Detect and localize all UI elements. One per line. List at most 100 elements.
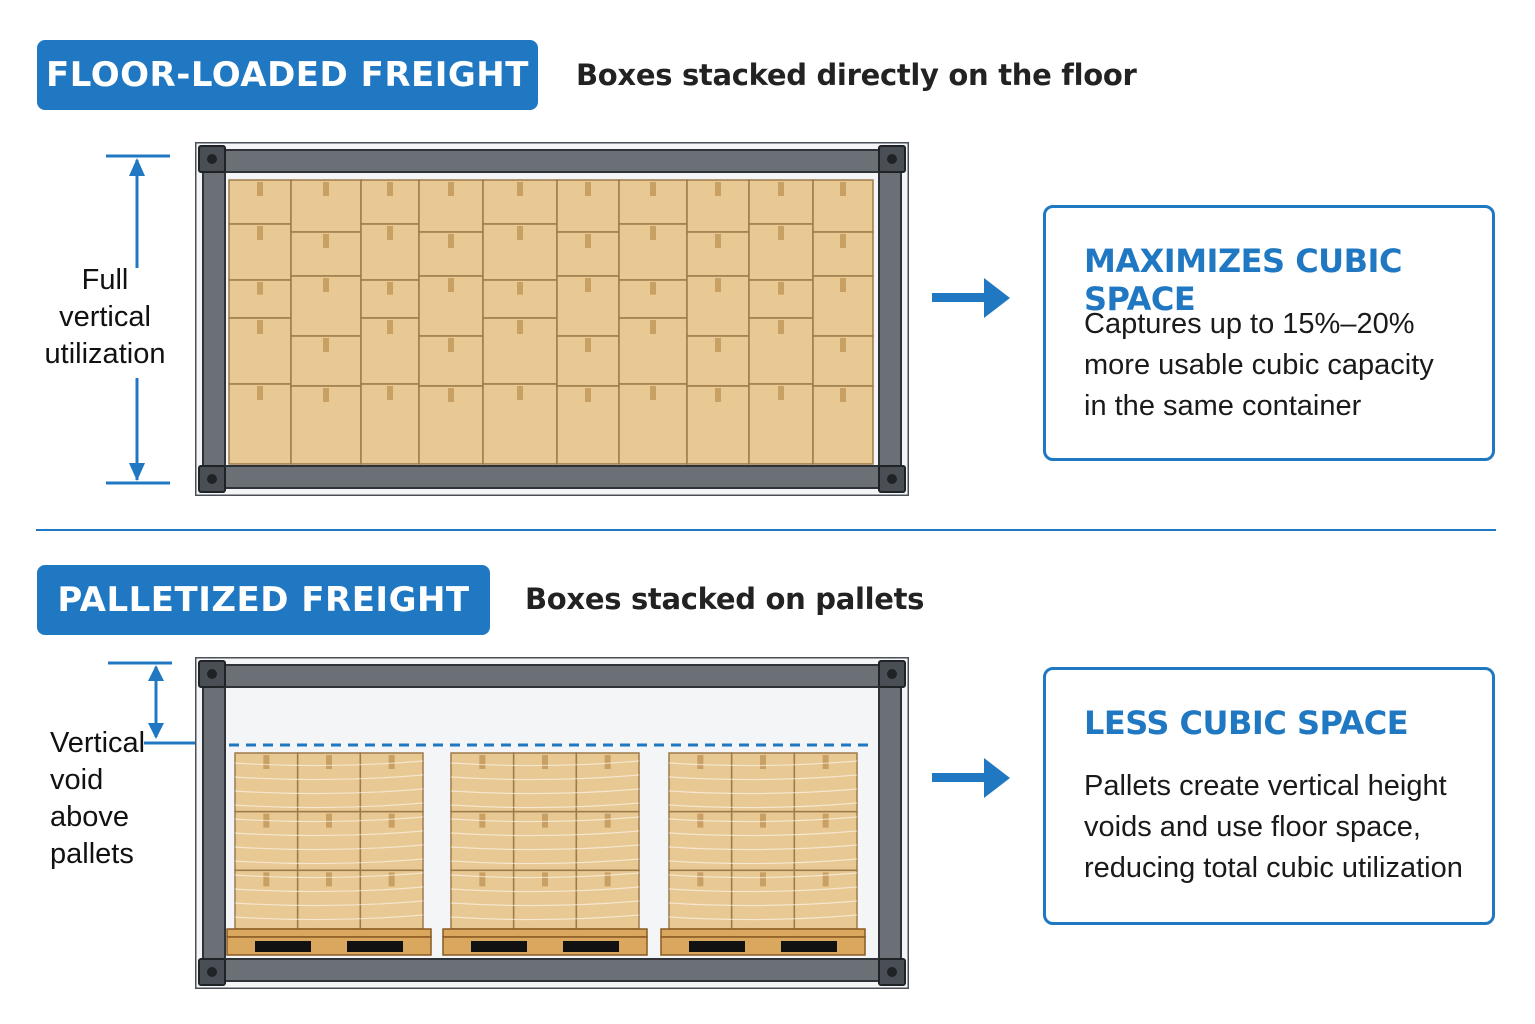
stretch-wrap (234, 760, 424, 767)
palletized-subtitle: Boxes stacked on pallets (525, 582, 925, 616)
stretch-wrap (234, 844, 424, 851)
box-tape (697, 872, 704, 887)
box-tape (517, 386, 523, 400)
stretch-wrap (450, 886, 640, 893)
stretch-wrap (234, 858, 424, 865)
box-tape (760, 813, 766, 828)
box-tape (517, 320, 523, 334)
stretch-wrap (668, 816, 858, 823)
stretch-wrap (234, 886, 424, 893)
box-tape (326, 813, 332, 828)
pallet-fork-slot (689, 941, 745, 952)
box-tape (387, 386, 393, 400)
box-tape (387, 182, 393, 196)
pallet-fork-slot (347, 941, 403, 952)
box-tape (585, 182, 591, 196)
stretch-wrap (668, 858, 858, 865)
box-tape (778, 282, 784, 295)
box-tape (326, 755, 332, 769)
stretch-wrap (450, 788, 640, 795)
stretch-wrap (450, 760, 640, 767)
box-tape (387, 282, 393, 295)
stretch-wrap (668, 900, 858, 907)
box-tape (388, 813, 395, 828)
stretch-wrap (234, 788, 424, 795)
box-tape (650, 386, 656, 400)
box-tape (448, 388, 454, 402)
box-tape (760, 872, 766, 887)
less-cubic-space-body: Pallets create vertical height voids and… (1084, 770, 1463, 884)
corner-casting-hole (887, 154, 897, 164)
corner-casting-hole (207, 474, 217, 484)
stretch-wrap (668, 886, 858, 893)
box-tape (448, 278, 454, 292)
box-tape (604, 872, 611, 887)
stretch-wrap (668, 830, 858, 837)
box-tape (778, 386, 784, 400)
stretch-wrap (234, 914, 424, 921)
maximizes-cubic-space-box: MAXIMIZES CUBIC SPACE Captures up to 15%… (1043, 205, 1495, 461)
palletized-tag: PALLETIZED FREIGHT (37, 565, 490, 635)
box-tape (263, 755, 270, 769)
box-tape (517, 226, 523, 240)
box-tape (697, 755, 704, 769)
corner-casting-hole (207, 154, 217, 164)
pallet-fork-slot (471, 941, 527, 952)
full-height-dimension-icon (106, 154, 170, 485)
stretch-wrap (450, 914, 640, 921)
less-cubic-space-title: LESS CUBIC SPACE (1084, 704, 1409, 742)
void-dimension-icon (108, 661, 206, 745)
stretch-wrap (668, 802, 858, 809)
box-tape (257, 320, 263, 334)
box-tape (387, 226, 393, 240)
corner-casting-hole (887, 669, 897, 679)
box-tape (822, 872, 829, 887)
less-cubic-space-box: LESS CUBIC SPACE Pallets create vertical… (1043, 667, 1495, 925)
box-tape (840, 234, 846, 248)
box-tape (840, 182, 846, 196)
box-tape (822, 755, 829, 769)
maximizes-cubic-space-body: Captures up to 15%–20% more usable cubic… (1084, 308, 1434, 422)
box-tape (715, 388, 721, 402)
pallet-fork-slot (255, 941, 311, 952)
box-tape (822, 813, 829, 828)
full-utilization-label: Full vertical utilization (44, 264, 166, 370)
box-tape (479, 872, 486, 887)
section-divider (36, 529, 1496, 531)
box-tape (604, 813, 611, 828)
box-tape (257, 282, 263, 295)
floor-loaded-container (195, 142, 909, 496)
floor-loaded-tag: FLOOR-LOADED FREIGHT (37, 40, 538, 110)
box-tape (585, 234, 591, 248)
stretch-wrap (668, 774, 858, 781)
box-tape (715, 338, 721, 352)
box-tape (840, 278, 846, 292)
stretch-wrap (234, 900, 424, 907)
stretch-wrap (234, 816, 424, 823)
box-tape (715, 278, 721, 292)
box-tape (715, 182, 721, 196)
corner-casting-hole (207, 967, 217, 977)
box-tape (448, 182, 454, 196)
container-bottom-rail (202, 465, 902, 489)
stretch-wrap (450, 830, 640, 837)
box-tape (542, 872, 548, 887)
cargo-box (482, 383, 558, 465)
box-tape (517, 282, 523, 295)
box-tape (778, 320, 784, 334)
palletized-panel: PALLETIZED FREIGHT Boxes stacked on pall… (0, 535, 1535, 1024)
palletized-container (195, 657, 909, 989)
stretch-wrap (234, 802, 424, 809)
box-tape (257, 386, 263, 400)
arrow-right-icon (932, 278, 1010, 318)
corner-casting-hole (887, 967, 897, 977)
box-tape (604, 755, 611, 769)
box-tape (257, 226, 263, 240)
stretch-wrap (450, 858, 640, 865)
box-tape (323, 234, 329, 248)
stretch-wrap (234, 830, 424, 837)
container-right-post (878, 664, 902, 982)
box-tape (650, 226, 656, 240)
box-tape (542, 755, 548, 769)
stretch-wrap (450, 816, 640, 823)
